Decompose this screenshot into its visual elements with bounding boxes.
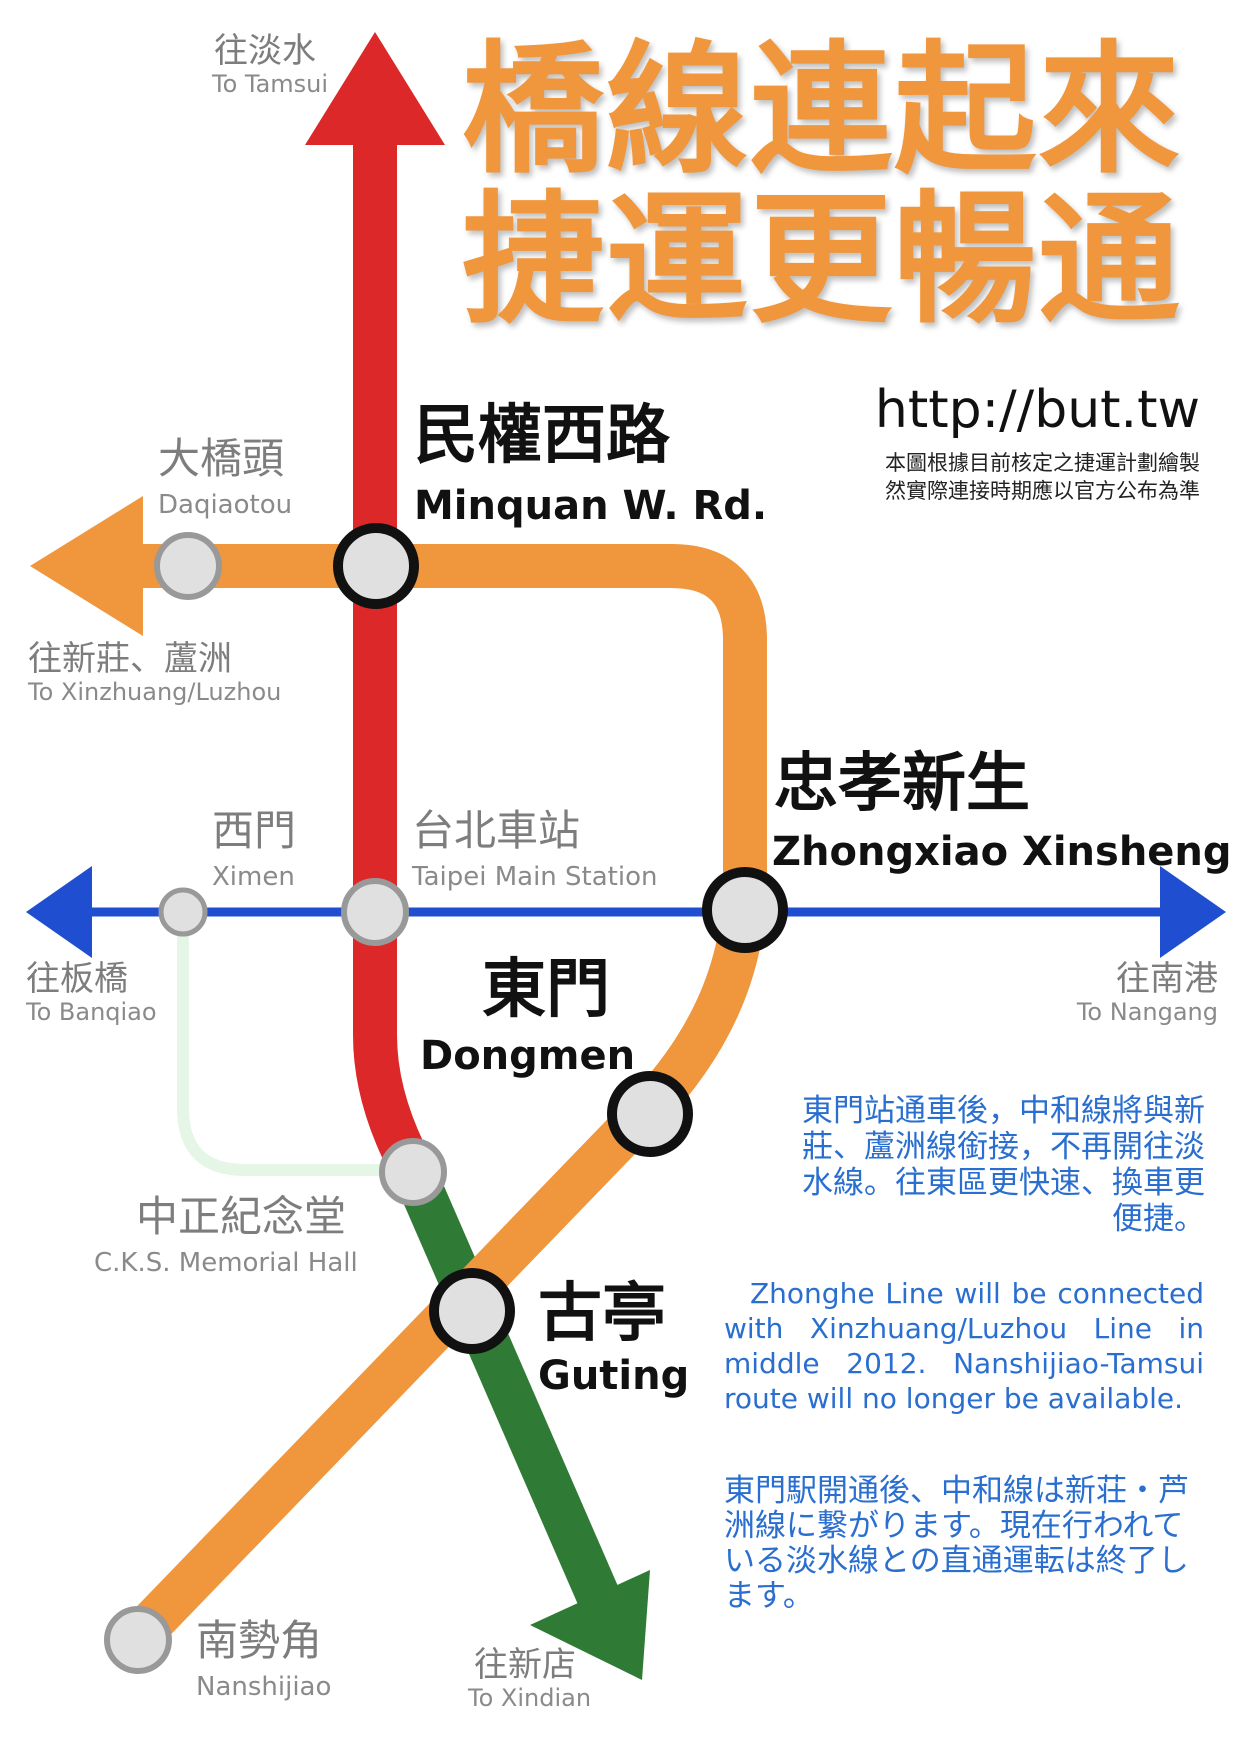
dir-banqiao-zh: 往板橋: [26, 959, 128, 999]
dir-xindian-zh: 往新店: [474, 1645, 576, 1685]
former-connection-line: [177, 912, 413, 1176]
label-cks-zh: 中正紀念堂: [136, 1192, 347, 1241]
red-line: [353, 130, 433, 1181]
station-daqiaotou[interactable]: [154, 532, 222, 600]
station-nanshijiao[interactable]: [104, 1606, 172, 1674]
label-zhongxiao-en: Zhongxiao Xinsheng: [772, 829, 1232, 875]
note-line-2: 然實際連接時期應以官方公布為準: [885, 479, 1200, 503]
description-ja: 東門駅開通後、中和線は新荘・芦洲線に繋がります。現在行われている淡水線との直通運…: [724, 1473, 1189, 1615]
dir-tamsui-en: To Tamsui: [212, 70, 329, 98]
station-ximen[interactable]: [158, 887, 208, 937]
orange-arrow-xinzhuang: [30, 496, 143, 636]
title-line-2: 捷運更暢通: [462, 178, 1182, 343]
label-dongmen-zh: 東門: [482, 953, 610, 1027]
dir-nangang-zh: 往南港: [1116, 959, 1218, 999]
label-zhongxiao-zh: 忠孝新生: [774, 747, 1030, 821]
dir-nangang-en: To Nangang: [1076, 998, 1218, 1026]
label-ximen-en: Ximen: [212, 862, 295, 892]
label-daqiaotou-zh: 大橋頭: [158, 434, 285, 483]
label-cks-en: C.K.S. Memorial Hall: [94, 1248, 358, 1278]
station-taipei-main[interactable]: [341, 878, 409, 946]
label-guting-en: Guting: [538, 1353, 690, 1399]
dir-banqiao-en: To Banqiao: [26, 998, 157, 1026]
label-guting-zh: 古亭: [538, 1277, 666, 1351]
green-arrow-xindian: [530, 1570, 650, 1680]
dir-xinzhuang-zh: 往新莊、蘆洲: [28, 639, 232, 679]
label-minquan-zh: 民權西路: [414, 399, 670, 473]
station-minquan[interactable]: [333, 523, 419, 609]
description-en: Zhonghe Line will be connected with Xinz…: [724, 1277, 1204, 1415]
station-zhongxiao[interactable]: [702, 867, 788, 953]
label-taipei-main-en: Taipei Main Station: [412, 862, 658, 892]
title-line-1: 橋線連起來: [462, 28, 1182, 193]
label-nanshijiao-en: Nanshijiao: [196, 1672, 332, 1702]
dir-tamsui-zh: 往淡水: [214, 31, 316, 71]
blue-arrow-west: [26, 866, 92, 958]
description-zh: 東門站通車後，中和線將與新莊、蘆洲線銜接，不再開往淡水線。往東區更快速、換車更便…: [802, 1093, 1205, 1237]
station-guting[interactable]: [429, 1268, 515, 1354]
label-ximen-zh: 西門: [212, 806, 297, 855]
website-url[interactable]: http://but.tw: [874, 380, 1200, 440]
green-line: [392, 1161, 621, 1609]
dir-xindian-en: To Xindian: [468, 1684, 592, 1712]
label-daqiaotou-en: Daqiaotou: [158, 490, 293, 520]
label-dongmen-en: Dongmen: [420, 1033, 636, 1079]
station-dongmen[interactable]: [607, 1071, 693, 1157]
station-cks[interactable]: [379, 1138, 447, 1206]
blue-arrow-east: [1160, 866, 1226, 958]
red-arrow-tamsui: [305, 32, 445, 145]
label-taipei-main-zh: 台北車站: [412, 806, 581, 855]
dir-xinzhuang-en: To Xinzhuang/Luzhou: [28, 678, 282, 706]
label-nanshijiao-zh: 南勢角: [196, 1616, 323, 1665]
note-line-1: 本圖根據目前核定之捷運計劃繪製: [885, 451, 1200, 475]
label-minquan-en: Minquan W. Rd.: [414, 483, 768, 529]
